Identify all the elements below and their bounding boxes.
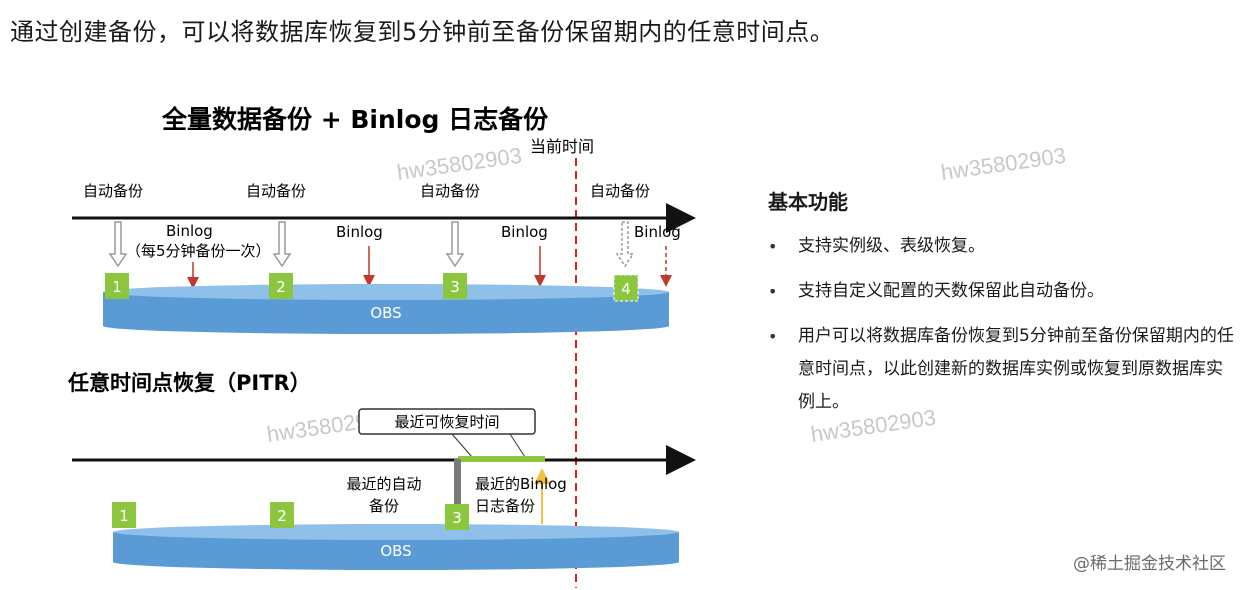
pitr-title: 任意时间点恢复（PITR） bbox=[67, 371, 311, 395]
recent-binlog-label: 最近的Binlog bbox=[475, 475, 567, 493]
backup-marker bbox=[105, 273, 129, 299]
backup-marker bbox=[269, 273, 293, 299]
backup-number: 2 bbox=[277, 507, 287, 525]
backup-number: 3 bbox=[450, 278, 460, 296]
backup-arrow-future bbox=[615, 221, 635, 268]
backup-number: 1 bbox=[119, 507, 129, 525]
binlog-interval-note: （每5分钟备份一次） bbox=[126, 242, 271, 260]
backup-marker bbox=[270, 502, 294, 528]
backup-number: 3 bbox=[452, 509, 462, 527]
recent-binlog-label: 日志备份 bbox=[475, 497, 535, 515]
obs-storage-top: OBS bbox=[103, 284, 669, 334]
backup-arrow bbox=[272, 221, 292, 268]
current-time-label: 当前时间 bbox=[530, 137, 594, 156]
backup-number: 4 bbox=[621, 280, 631, 298]
backup-marker bbox=[112, 502, 136, 528]
site-credit: @稀土掘金技术社区 bbox=[1073, 554, 1226, 574]
obs-label: OBS bbox=[370, 304, 401, 322]
callout-pointer bbox=[509, 433, 526, 458]
features-title: 基本功能 bbox=[768, 190, 848, 214]
auto-backup-label: 自动备份 bbox=[590, 182, 650, 200]
recoverable-time-label: 最近可恢复时间 bbox=[394, 413, 499, 431]
backup-arrow bbox=[108, 221, 128, 268]
feature-item: 支持实例级、表级恢复。 bbox=[764, 230, 1234, 263]
auto-backup-label: 自动备份 bbox=[246, 182, 306, 200]
feature-item: 支持自定义配置的天数保留此自动备份。 bbox=[764, 275, 1234, 308]
binlog-label: Binlog bbox=[634, 223, 681, 241]
backup-arrow bbox=[445, 221, 465, 268]
recent-auto-backup-label: 备份 bbox=[369, 497, 399, 515]
recent-auto-backup-bar bbox=[454, 459, 461, 507]
backup-number: 1 bbox=[112, 278, 122, 296]
binlog-label: Binlog bbox=[336, 223, 383, 241]
feature-item: 用户可以将数据库备份恢复到5分钟前至备份保留期内的任意时间点，以此创建新的数据库… bbox=[764, 320, 1234, 419]
binlog-label: Binlog bbox=[501, 223, 548, 241]
watermark: hw35802903 bbox=[395, 143, 523, 185]
auto-backup-label: 自动备份 bbox=[83, 182, 143, 200]
backup-marker bbox=[443, 273, 467, 299]
binlog-label: Binlog bbox=[166, 222, 213, 240]
backup-number: 2 bbox=[276, 278, 286, 296]
callout-pointer bbox=[451, 433, 473, 458]
recent-auto-backup-label: 最近的自动 bbox=[346, 475, 421, 493]
features-list: 支持实例级、表级恢复。 支持自定义配置的天数保留此自动备份。 用户可以将数据库备… bbox=[764, 230, 1234, 431]
watermark: hw35802903 bbox=[939, 143, 1067, 185]
obs-label: OBS bbox=[380, 542, 411, 560]
backup-marker-future bbox=[613, 274, 639, 302]
obs-storage-bottom: OBS bbox=[113, 524, 679, 570]
auto-backup-label: 自动备份 bbox=[420, 182, 480, 200]
backup-marker bbox=[445, 504, 469, 530]
page-heading: 通过创建备份，可以将数据库恢复到5分钟前至备份保留期内的任意时间点。 bbox=[10, 18, 835, 46]
full-backup-title: 全量数据备份 + Binlog 日志备份 bbox=[161, 105, 548, 134]
recoverable-time-callout bbox=[358, 408, 536, 435]
